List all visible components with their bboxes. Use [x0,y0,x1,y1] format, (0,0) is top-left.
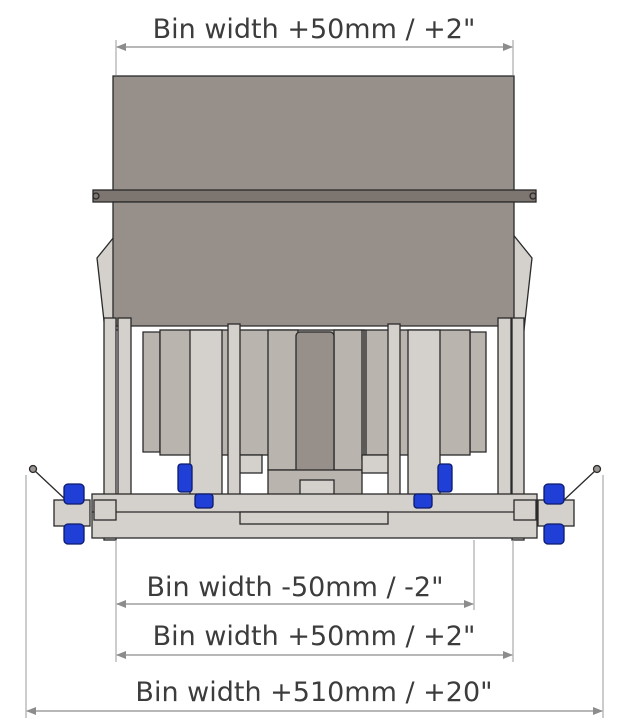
top-dimension: Bin width +50mm / +2" [115,14,514,75]
right-wheel-assembly [513,464,602,545]
inner-wheels [177,463,453,509]
frame-posts [103,317,525,541]
dimension-plus-510: Bin width +510mm / +20" [26,677,603,715]
lower-dimensions: Bin width -50mm / -2" Bin width +50mm / … [25,475,604,718]
dimension-plus-510-label: Bin width +510mm / +20" [135,677,492,708]
machine [28,75,602,545]
left-wheel-assembly [28,464,117,545]
base-frame [91,493,538,539]
dimension-minus-50-label: Bin width -50mm / -2" [146,572,443,603]
dimension-plus-50-label: Bin width +50mm / +2" [153,621,476,652]
dimension-minus-50: Bin width -50mm / -2" [116,572,474,608]
bin [92,75,537,327]
dimension-plus-50: Bin width +50mm / +2" [116,621,513,659]
lift-mechanism [159,329,471,517]
top-dimension-label: Bin width +50mm / +2" [153,14,476,45]
